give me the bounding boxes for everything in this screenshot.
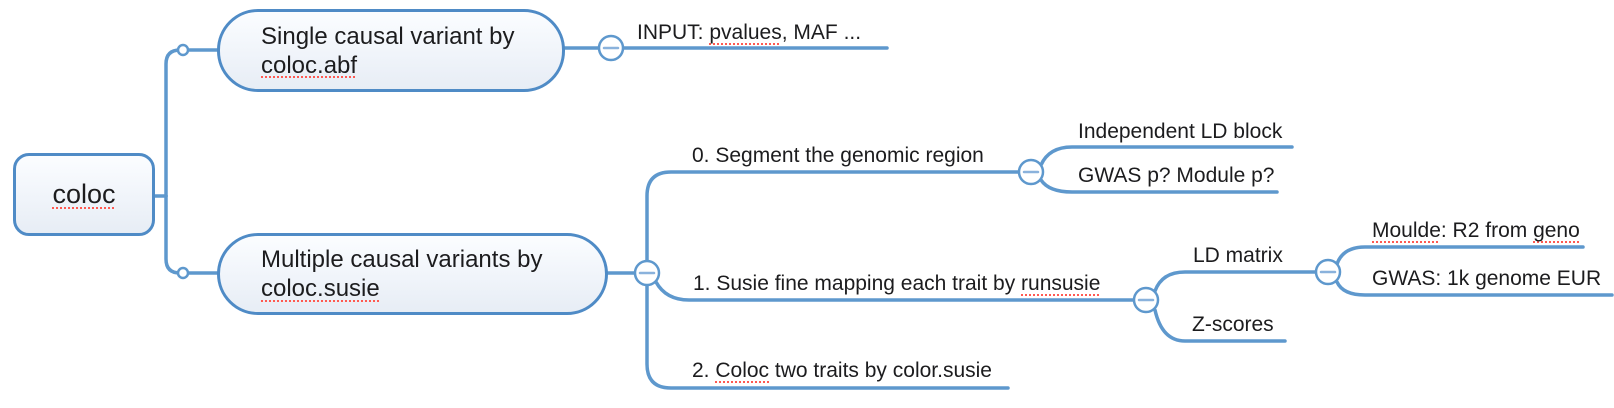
connector-segment-to-gwasp bbox=[1039, 178, 1279, 194]
node-coloc-two-traits[interactable]: 2. Coloc two traits by color.susie bbox=[692, 359, 992, 382]
collapse-button-finemapping[interactable] bbox=[1132, 286, 1160, 314]
connector-root-to-susie bbox=[164, 194, 219, 275]
collapse-button-segment[interactable] bbox=[1017, 158, 1045, 186]
connector-ldmatrix-to-moulde bbox=[1335, 245, 1585, 266]
node-label: Single causal variant by coloc.abf bbox=[261, 22, 515, 79]
node-segment-region[interactable]: 0. Segment the genomic region bbox=[692, 144, 984, 167]
node-moulde-r2[interactable]: Moulde: R2 from geno bbox=[1372, 219, 1580, 242]
connector-susie-to-coloctwo bbox=[645, 284, 1010, 390]
branch-point-icon bbox=[176, 266, 190, 280]
node-multiple-causal-variants[interactable]: Multiple causal variants by coloc.susie bbox=[217, 233, 608, 315]
collapse-button-susie[interactable] bbox=[633, 259, 661, 287]
node-independent-ld-block[interactable]: Independent LD block bbox=[1078, 120, 1283, 143]
collapse-button-abf[interactable] bbox=[597, 34, 625, 62]
node-z-scores[interactable]: Z-scores bbox=[1192, 313, 1274, 336]
node-susie-fine-mapping[interactable]: 1. Susie fine mapping each trait by runs… bbox=[693, 272, 1101, 295]
node-input-note[interactable]: INPUT: pvalues, MAF ... bbox=[637, 21, 862, 44]
node-label: Multiple causal variants by coloc.susie bbox=[261, 246, 543, 302]
connector-root-to-abf bbox=[164, 48, 219, 198]
branch-point-icon bbox=[176, 43, 190, 57]
connector-finemapping-to-ldmatrix bbox=[1153, 270, 1317, 293]
connector-susie-to-segment bbox=[645, 170, 1020, 262]
node-gwas-1k-genome[interactable]: GWAS: 1k genome EUR bbox=[1372, 267, 1602, 290]
connector-ldmatrix-to-gwas1k bbox=[1335, 280, 1614, 297]
connector-susie-to-finemapping bbox=[654, 280, 1135, 302]
node-root-coloc[interactable]: coloc bbox=[13, 153, 155, 236]
collapse-button-ldmatrix[interactable] bbox=[1314, 258, 1342, 286]
root-label: coloc bbox=[52, 179, 116, 209]
node-gwas-p-module-p[interactable]: GWAS p? Module p? bbox=[1078, 164, 1275, 187]
connector-segment-to-ldblock bbox=[1039, 145, 1294, 167]
node-ld-matrix[interactable]: LD matrix bbox=[1193, 244, 1283, 267]
node-single-causal-variant[interactable]: Single causal variant by coloc.abf bbox=[217, 9, 565, 92]
connector-finemapping-to-zscores bbox=[1153, 308, 1287, 343]
